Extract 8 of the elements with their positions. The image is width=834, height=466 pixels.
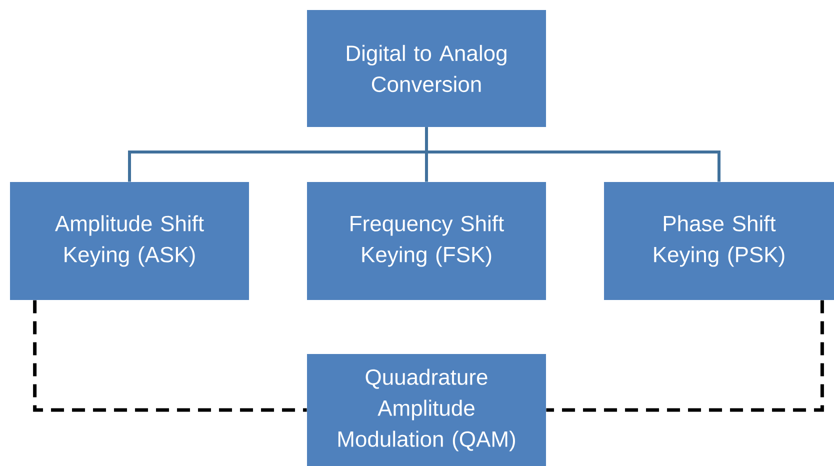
process-box: Frequency Shift Keying (FSK) — [307, 182, 546, 300]
process-box: Phase Shift Keying (PSK) — [604, 182, 834, 300]
process-box: Digital to Analog Conversion — [307, 10, 546, 127]
connector-line — [33, 300, 307, 412]
connector-line — [546, 300, 824, 412]
connector-line — [425, 127, 720, 182]
process-box: Amplitude Shift Keying (ASK) — [10, 182, 249, 300]
process-box: Quuadrature Amplitude Modulation (QAM) — [307, 354, 546, 466]
